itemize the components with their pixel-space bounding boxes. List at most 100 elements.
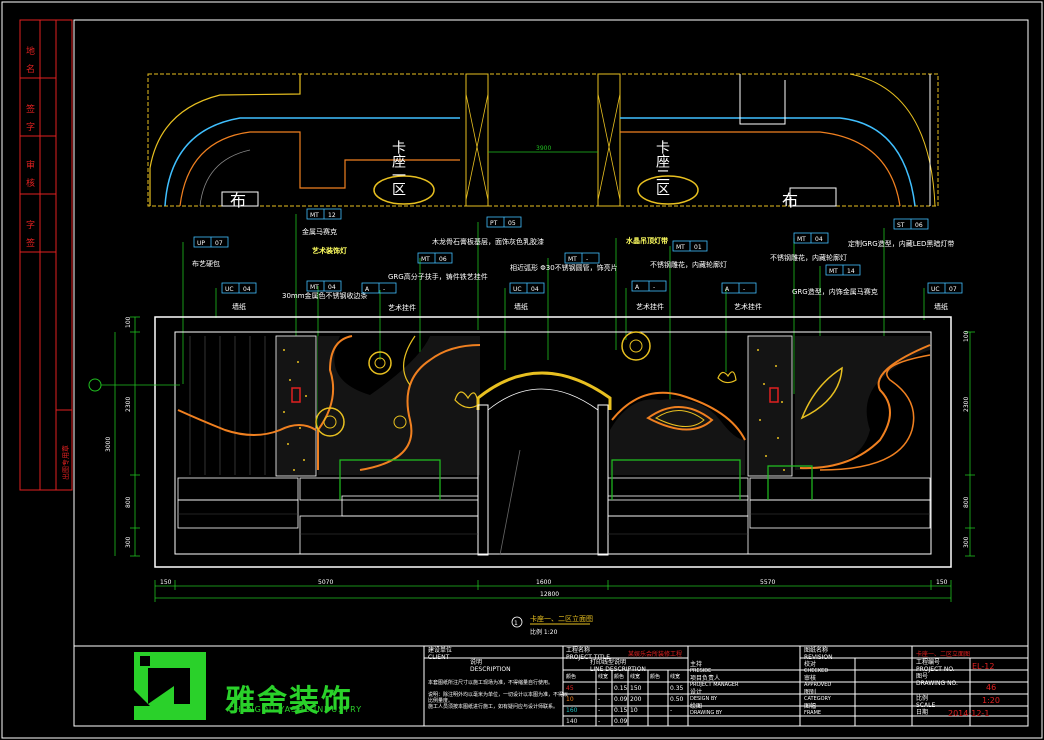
callout-code: 12 xyxy=(328,212,336,219)
line-header: 线宽 xyxy=(630,673,640,680)
callout-tag: MT xyxy=(421,256,430,263)
line-cell: 200 xyxy=(630,696,642,703)
company-name: 雅舍装饰 xyxy=(225,684,353,719)
company-name-en: CHENGDU YASHE INDUSTRY xyxy=(228,705,363,714)
client-label: 建设单位 xyxy=(428,646,452,654)
callout-text: 艺术挂件 xyxy=(636,302,664,311)
line-cell: 0.15 xyxy=(614,685,628,692)
callout-code: - xyxy=(653,284,655,291)
callout-tag: A xyxy=(635,284,640,291)
callout-tag: UP xyxy=(197,240,205,247)
callout-code: 07 xyxy=(949,286,957,293)
drawing-no-value: 46 xyxy=(986,683,996,692)
note-line: 施工人员须按本图纸进行施工，如有疑问应与设计师联系。 xyxy=(428,703,558,710)
role-en: DESIGN BY xyxy=(690,696,718,702)
role-en: DRAWING BY xyxy=(690,710,723,716)
desc-label: 说明 xyxy=(470,658,482,666)
line-cell: 0.09 xyxy=(614,696,628,703)
line-cell: - xyxy=(670,707,672,714)
callout-code: - xyxy=(383,286,385,293)
line-header: 线宽 xyxy=(670,673,680,680)
dim-label: 800 xyxy=(963,496,970,508)
dim-label: 150 xyxy=(936,579,948,586)
callout-tag: A xyxy=(365,286,370,293)
role-cn: 绘图 xyxy=(690,702,702,710)
line-cell: 45 xyxy=(566,685,574,692)
dim-label: 100 xyxy=(125,316,132,328)
callout-tag: MT xyxy=(568,256,577,263)
callout-text: 相近弧形 Φ30不锈钢圆管，饰亮片 xyxy=(510,263,618,272)
callout-text: 水晶吊顶灯带 xyxy=(626,236,668,245)
line-header: 线宽 xyxy=(598,673,608,680)
role-cn: 项目负责人 xyxy=(690,674,720,682)
margin-label: 核 xyxy=(26,177,35,189)
callout-tag: A xyxy=(725,286,730,293)
dim-labels-bottom: 150 5070 1600 5570 150 12800 xyxy=(160,579,948,598)
line-label: 打印线型说明 xyxy=(590,658,626,666)
callout-text: 金属马赛克 xyxy=(302,227,337,236)
callout-tag: UC xyxy=(513,286,522,293)
callout-text: 艺术挂件 xyxy=(388,303,416,312)
callout: A-艺术挂件 xyxy=(721,282,762,311)
project-value: 某娱乐会所装修工程 xyxy=(628,650,682,658)
elevation xyxy=(88,316,952,568)
role-cn: 主持 xyxy=(690,660,702,668)
client-label: CLIENT xyxy=(428,654,450,661)
check-cn: 校对 xyxy=(804,660,816,668)
line-cell: 150 xyxy=(630,685,642,692)
company-logo xyxy=(134,652,206,720)
dim-label: 100 xyxy=(963,330,970,342)
drawing-no-label: DRAWING NO. xyxy=(916,680,958,687)
caption-number: 1 xyxy=(514,620,518,627)
check-en: CHECKED xyxy=(804,668,828,674)
dim-label: 5570 xyxy=(760,579,775,586)
line-cell: 140 xyxy=(566,718,578,725)
callout: 艺术装饰灯 xyxy=(312,246,347,255)
callout-text: 30mm金属色不锈钢收边条 xyxy=(282,291,368,300)
check-cn: 图别 xyxy=(804,688,816,696)
callout-code: 04 xyxy=(243,286,251,293)
dim-lines-vertical xyxy=(114,316,975,557)
line-cell: - xyxy=(598,718,600,725)
callout-tag: MT xyxy=(676,244,685,251)
margin-label: 名 xyxy=(26,63,35,75)
callout-code: 04 xyxy=(815,236,823,243)
callout-text: 布艺硬包 xyxy=(192,259,220,268)
note-line-cont: 比例量度。 xyxy=(428,697,453,704)
title-block xyxy=(73,645,1029,727)
line-header: 颜色 xyxy=(650,673,660,680)
svg-text:布: 布 xyxy=(782,191,798,210)
callout-text: 不锈钢雕花，内藏轮廓灯 xyxy=(770,253,847,262)
margin-label: 审 xyxy=(26,159,35,171)
check-cn: 审核 xyxy=(804,674,816,682)
dim-labels-vertical: 100 2300 3000 800 300 100 2300 800 300 xyxy=(105,316,970,548)
line-label: LINE DESCRIPTION xyxy=(590,666,646,673)
callout-tag: PT xyxy=(490,220,498,227)
callout-text: GRG高分子扶手，铸件铁艺挂件 xyxy=(388,272,488,281)
callout: A - 艺术挂件 xyxy=(361,282,416,312)
callout: A - 艺术挂件 xyxy=(631,280,667,311)
scale-label: SCALE xyxy=(916,702,935,709)
callout-code: 05 xyxy=(508,220,516,227)
line-cell: 0.35 xyxy=(670,685,684,692)
callout-code: 04 xyxy=(531,286,539,293)
callout-code: - xyxy=(743,286,745,293)
plan-view: 布 卡座一区 3900 卡座二区 布 xyxy=(147,73,939,210)
project-label: PROJECT TITLE xyxy=(566,654,610,661)
line-cell: 0.50 xyxy=(670,696,684,703)
callout-code: 04 xyxy=(328,284,336,291)
callout-text: GRG造型，内饰金属马赛克 xyxy=(792,287,878,296)
dim-label: 1600 xyxy=(536,579,551,586)
line-cell: 10 xyxy=(566,696,574,703)
caption-title: 卡座一、二区立面图 xyxy=(530,614,593,623)
dim-label: 300 xyxy=(125,536,132,548)
role-en: PROJECT MANAGER xyxy=(690,682,739,688)
project-no-label: PROJECT NO. xyxy=(916,666,955,673)
